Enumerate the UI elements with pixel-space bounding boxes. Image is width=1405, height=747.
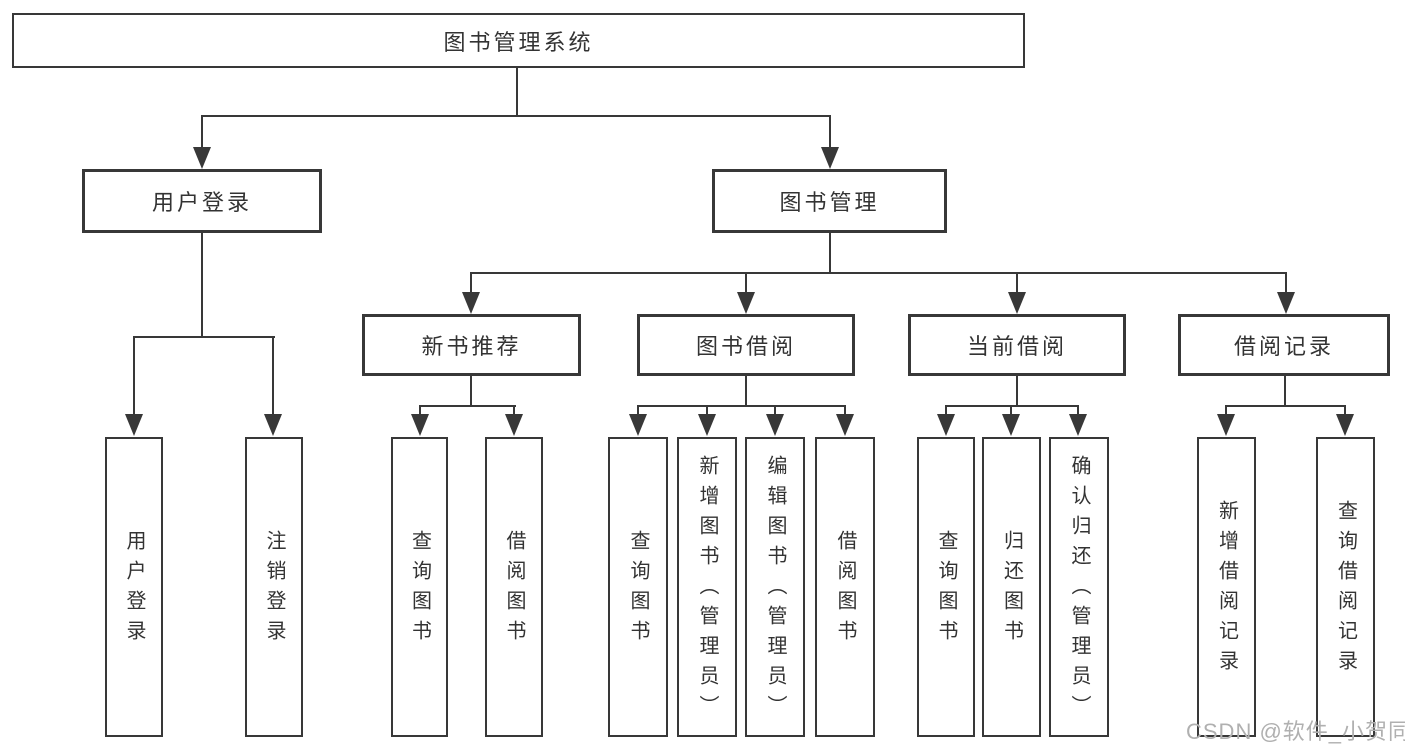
connector-root-bar xyxy=(201,115,831,117)
connector-drop-leaf xyxy=(419,405,421,417)
connector-drop-leaf xyxy=(272,336,274,416)
arrowhead-down-icon xyxy=(937,414,955,436)
arrowhead-down-icon xyxy=(836,414,854,436)
connector-borrow-record-bar xyxy=(1225,405,1346,407)
connector-drop-leaf xyxy=(706,405,708,417)
leaf-logout-login: 注销登录 xyxy=(245,437,303,737)
node-current-borrow: 当前借阅 xyxy=(908,314,1126,376)
connector-drop-leaf xyxy=(1010,405,1012,417)
leaf-borrow-book-recommend: 借阅图书 xyxy=(485,437,543,737)
connector-root-stem xyxy=(516,66,518,117)
node-library-management-system: 图书管理系统 xyxy=(12,13,1025,68)
arrowhead-down-icon xyxy=(737,292,755,314)
leaf-edit-book-admin: 编辑图书（管理员） xyxy=(745,437,805,737)
arrowhead-down-icon xyxy=(462,292,480,314)
connector-user-login-stem xyxy=(201,231,203,338)
connector-drop-book-borrow xyxy=(745,272,747,296)
connector-drop-book-management xyxy=(829,115,831,151)
connector-new-book-bar xyxy=(419,405,516,407)
leaf-borrow-book: 借阅图书 xyxy=(815,437,875,737)
connector-borrow-record-stem xyxy=(1284,374,1286,407)
connector-drop-leaf xyxy=(133,336,135,416)
arrowhead-down-icon xyxy=(698,414,716,436)
connector-drop-leaf xyxy=(945,405,947,417)
leaf-add-borrow-record: 新增借阅记录 xyxy=(1197,437,1256,737)
connector-current-borrow-stem xyxy=(1016,374,1018,407)
node-book-borrow: 图书借阅 xyxy=(637,314,855,376)
leaf-query-book-recommend: 查询图书 xyxy=(391,437,448,737)
connector-drop-leaf xyxy=(1225,405,1227,417)
arrowhead-down-icon xyxy=(505,414,523,436)
arrowhead-down-icon xyxy=(1336,414,1354,436)
leaf-user-login: 用户登录 xyxy=(105,437,163,737)
connector-drop-leaf xyxy=(637,405,639,417)
connector-book-management-bar xyxy=(470,272,1287,274)
connector-drop-leaf xyxy=(774,405,776,417)
arrowhead-down-icon xyxy=(1069,414,1087,436)
node-borrow-record: 借阅记录 xyxy=(1178,314,1390,376)
arrowhead-down-icon xyxy=(125,414,143,436)
connector-user-login-bar xyxy=(133,336,275,338)
node-book-management: 图书管理 xyxy=(712,169,947,233)
connector-book-borrow-stem xyxy=(745,374,747,407)
arrowhead-down-icon xyxy=(411,414,429,436)
connector-drop-leaf xyxy=(1344,405,1346,417)
connector-drop-new-book xyxy=(470,272,472,296)
leaf-confirm-return-admin: 确认归还（管理员） xyxy=(1049,437,1109,737)
leaf-query-borrow-record: 查询借阅记录 xyxy=(1316,437,1375,737)
arrowhead-down-icon xyxy=(629,414,647,436)
arrowhead-down-icon xyxy=(264,414,282,436)
connector-drop-leaf xyxy=(844,405,846,417)
connector-book-borrow-bar xyxy=(637,405,846,407)
connector-current-borrow-bar xyxy=(945,405,1079,407)
node-new-book-recommend: 新书推荐 xyxy=(362,314,581,376)
node-user-login: 用户登录 xyxy=(82,169,322,233)
arrowhead-down-icon xyxy=(821,147,839,169)
leaf-return-book: 归还图书 xyxy=(982,437,1041,737)
arrowhead-down-icon xyxy=(1002,414,1020,436)
leaf-query-book-borrow: 查询图书 xyxy=(608,437,668,737)
arrowhead-down-icon xyxy=(1217,414,1235,436)
watermark-text: CSDN @软件_小贺同学 xyxy=(1186,719,1405,744)
connector-drop-user-login xyxy=(201,115,203,151)
connector-drop-current-borrow xyxy=(1016,272,1018,296)
arrowhead-down-icon xyxy=(1008,292,1026,314)
connector-drop-leaf xyxy=(1077,405,1079,417)
connector-drop-borrow-record xyxy=(1285,272,1287,296)
connector-drop-leaf xyxy=(513,405,515,417)
leaf-query-book-current: 查询图书 xyxy=(917,437,975,737)
connector-book-management-stem xyxy=(829,232,831,274)
connector-new-book-stem xyxy=(470,374,472,407)
leaf-add-book-admin: 新增图书（管理员） xyxy=(677,437,737,737)
arrowhead-down-icon xyxy=(1277,292,1295,314)
arrowhead-down-icon xyxy=(193,147,211,169)
arrowhead-down-icon xyxy=(766,414,784,436)
